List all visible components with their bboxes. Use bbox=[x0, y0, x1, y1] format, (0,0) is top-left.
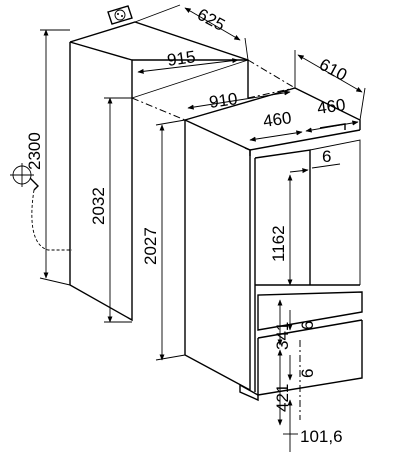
dimension-labels: 625 915 610 910 460 460 6 2300 2032 2027… bbox=[25, 5, 350, 446]
dim-6-low: 6 bbox=[298, 369, 317, 378]
dimension-lines bbox=[39, 4, 366, 452]
dim-460-right: 460 bbox=[316, 95, 347, 118]
dim-6-mid: 6 bbox=[298, 321, 317, 330]
dim-2027: 2027 bbox=[141, 227, 160, 265]
appliance-body bbox=[184, 87, 363, 402]
dim-1162: 1162 bbox=[269, 225, 288, 262]
dim-460-left: 460 bbox=[262, 108, 293, 131]
dim-101-6: 101,6 bbox=[300, 427, 343, 446]
dim-341: 341 bbox=[273, 322, 292, 350]
water-tap-icon bbox=[10, 163, 72, 251]
dim-610: 610 bbox=[316, 55, 350, 85]
dim-2300: 2300 bbox=[25, 132, 44, 170]
projection-lines bbox=[131, 59, 301, 420]
dim-421: 421 bbox=[273, 384, 292, 412]
dim-2032: 2032 bbox=[89, 187, 108, 225]
dim-6-top: 6 bbox=[322, 147, 331, 166]
dim-915: 915 bbox=[166, 47, 197, 70]
power-socket-icon bbox=[107, 5, 133, 25]
dim-910: 910 bbox=[208, 89, 239, 112]
installation-niche bbox=[69, 21, 249, 322]
